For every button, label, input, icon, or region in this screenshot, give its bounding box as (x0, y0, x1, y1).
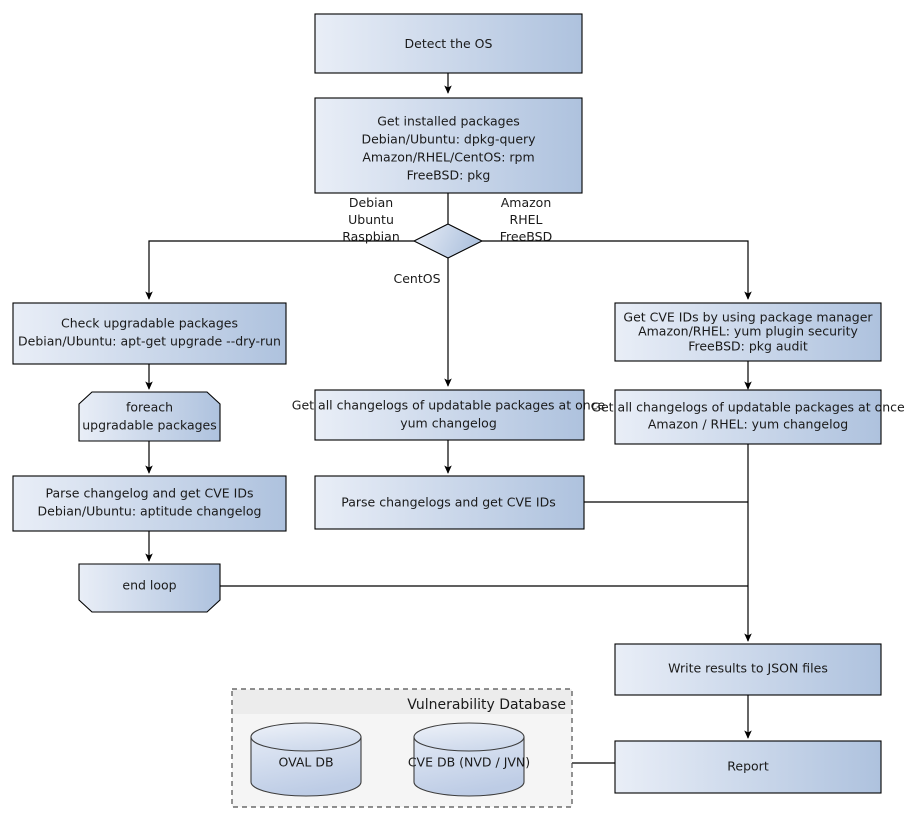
node-check-upgradable[interactable]: Check upgradable packages Debian/Ubuntu:… (12, 302, 287, 365)
edge-label-down-branch: CentOS (393, 271, 440, 286)
node-os-decision-diamond[interactable] (412, 223, 484, 259)
node-end-loop[interactable]: end loop (78, 563, 221, 613)
node-get-installed-packages-line-2: Debian/Ubuntu: dpkg-query (361, 132, 536, 147)
node-report-label: Report (727, 759, 769, 774)
node-get-installed-packages-line-1: Get installed packages (377, 114, 520, 129)
db-cve[interactable]: CVE DB (NVD / JVN) (408, 722, 530, 797)
node-check-upgradable-line-2: Debian/Ubuntu: apt-get upgrade --dry-run (18, 334, 281, 349)
group-vulnerability-database-title: Vulnerability Database (407, 697, 566, 713)
node-get-cve-pkg-manager-line-2: Amazon/RHEL: yum plugin security (638, 324, 858, 339)
node-get-changelogs-centos-line-1: Get all changelogs of updatable packages… (292, 398, 606, 413)
node-detect-os-label: Detect the OS (405, 36, 493, 51)
node-get-installed-packages-line-3: Amazon/RHEL/CentOS: rpm (362, 150, 534, 165)
node-get-cve-pkg-manager[interactable]: Get CVE IDs by using package manager Ama… (614, 302, 882, 362)
node-parse-changelog-debian-line-1: Parse changelog and get CVE IDs (46, 486, 254, 501)
node-get-cve-pkg-manager-line-3: FreeBSD: pkg audit (688, 339, 808, 354)
edge-label-left-line-1: Debian (349, 195, 393, 210)
node-detect-os[interactable]: Detect the OS (314, 13, 583, 74)
node-get-changelogs-centos-line-2: yum changelog (400, 416, 497, 431)
db-cve-label: CVE DB (NVD / JVN) (408, 755, 530, 770)
group-vulnerability-database: Vulnerability Database OVAL DB CVE DB (N… (231, 688, 573, 808)
edge-label-left-branch: Debian Ubuntu Raspbian (342, 195, 400, 244)
node-foreach-loop[interactable]: foreach upgradable packages (78, 391, 221, 442)
node-end-loop-label: end loop (122, 578, 176, 593)
node-write-results[interactable]: Write results to JSON files (614, 643, 882, 696)
edge-label-right-branch: Amazon RHEL FreeBSD (500, 195, 552, 244)
edge-label-right-line-2: RHEL (510, 212, 543, 227)
node-get-changelogs-rhel[interactable]: Get all changelogs of updatable packages… (591, 389, 905, 445)
edge-label-down-line-1: CentOS (393, 271, 440, 286)
edge-label-left-line-2: Ubuntu (348, 212, 394, 227)
node-foreach-loop-line-1: foreach (126, 400, 173, 415)
edge-label-right-line-1: Amazon (501, 195, 552, 210)
node-parse-changelog-debian[interactable]: Parse changelog and get CVE IDs Debian/U… (12, 475, 287, 532)
node-get-changelogs-centos[interactable]: Get all changelogs of updatable packages… (292, 389, 606, 441)
db-oval-label: OVAL DB (278, 755, 333, 770)
node-parse-changelog-debian-line-2: Debian/Ubuntu: aptitude changelog (38, 504, 262, 519)
node-get-installed-packages[interactable]: Get installed packages Debian/Ubuntu: dp… (314, 97, 583, 194)
node-get-changelogs-rhel-line-1: Get all changelogs of updatable packages… (591, 400, 905, 415)
edge-label-right-line-3: FreeBSD (500, 229, 552, 244)
db-oval[interactable]: OVAL DB (250, 722, 362, 797)
node-foreach-loop-line-2: upgradable packages (82, 418, 217, 433)
node-report[interactable]: Report (614, 740, 882, 794)
edge-decision-right (482, 240, 752, 300)
node-get-installed-packages-line-4: FreeBSD: pkg (407, 168, 491, 183)
edge-decision-left (145, 240, 414, 300)
connector-layer (145, 73, 752, 764)
node-get-changelogs-rhel-line-2: Amazon / RHEL: yum changelog (648, 417, 848, 432)
node-parse-changelogs-centos-label: Parse changelogs and get CVE IDs (341, 495, 555, 510)
node-get-cve-pkg-manager-line-1: Get CVE IDs by using package manager (623, 310, 873, 325)
edge-label-left-line-3: Raspbian (342, 229, 400, 244)
node-parse-changelogs-centos[interactable]: Parse changelogs and get CVE IDs (314, 475, 585, 530)
node-check-upgradable-line-1: Check upgradable packages (61, 316, 238, 331)
node-write-results-label: Write results to JSON files (668, 661, 828, 676)
